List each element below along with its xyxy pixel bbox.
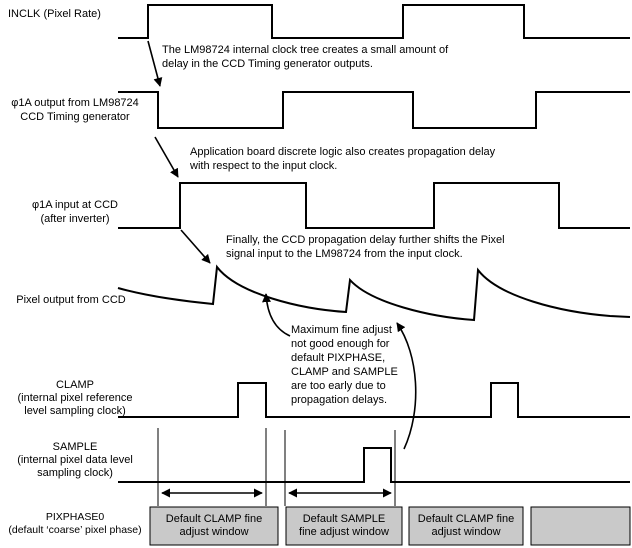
inclk-waveform (118, 4, 630, 39)
waveforms (117, 4, 631, 483)
unlabeled-window-box (530, 506, 631, 546)
pixphase-window-boxes (149, 506, 631, 546)
window-guide-lines (157, 428, 396, 506)
clamp-window-1-label: Default CLAMP fine adjust window (165, 513, 263, 538)
sample-waveform (118, 447, 630, 483)
annotation-fine-adjust-note: Maximum fine adjust not good enough for … (291, 324, 398, 406)
signal-label-clamp: CLAMP (internal pixel reference level sa… (17, 379, 133, 417)
signal-label-pixel-output: Pixel output from CCD (16, 294, 126, 306)
annotation-arrows (147, 40, 417, 450)
clamp-window-1-box (149, 506, 279, 546)
signal-label-sample: SAMPLE (internal pixel data level sampli… (17, 441, 133, 479)
phi1a-output-waveform (118, 91, 630, 129)
annotation-ccd-delay: Finally, the CCD propagation delay furth… (226, 234, 505, 260)
phi1a-input-waveform (118, 182, 630, 229)
signal-label-phi1a-output: φ1A output from LM98724 CCD Timing gener… (11, 97, 139, 123)
annotation-board-logic-delay: Application board discrete logic also cr… (190, 146, 496, 172)
board-logic-delay-arrow (154, 136, 179, 178)
ccd-delay-arrow (180, 229, 211, 264)
signal-label-phi1a-input: φ1A input at CCD (after inverter) (31, 199, 118, 225)
pixel-output-waveform (117, 264, 631, 322)
sample-window-label: Default SAMPLE fine adjust window (299, 513, 389, 538)
clamp-waveform (118, 382, 630, 418)
fine-adjust-arrow-2 (396, 322, 417, 450)
clamp-window-2-box (408, 506, 524, 546)
signal-label-pixphase0: PIXPHASE0 (default ‘coarse’ pixel phase) (8, 511, 142, 536)
signal-label-inclk: INCLK (Pixel Rate) (8, 8, 101, 20)
clock-tree-delay-arrow (147, 40, 163, 87)
sample-window-box (285, 506, 403, 546)
clamp-window-2-label: Default CLAMP fine adjust window (417, 513, 515, 538)
fine-adjust-arrow-1 (262, 293, 291, 337)
annotation-clock-tree-delay: The LM98724 internal clock tree creates … (162, 44, 449, 70)
